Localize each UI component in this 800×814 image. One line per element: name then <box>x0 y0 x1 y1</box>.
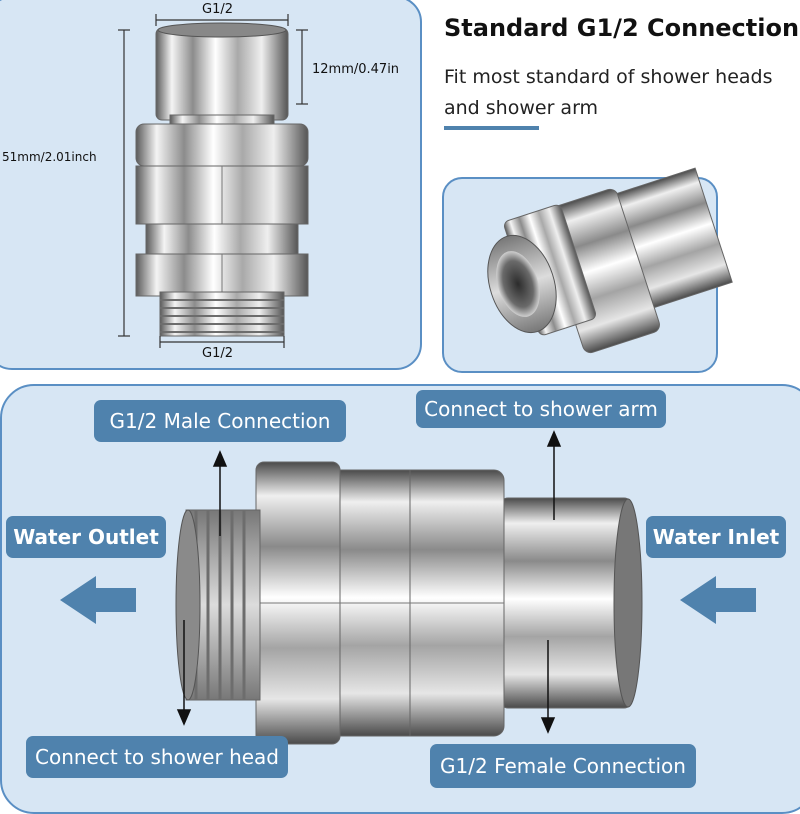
shower-arm-label: Connect to shower arm <box>416 390 666 428</box>
vertical-swivel-fitting <box>135 22 309 337</box>
callout-arrows <box>176 430 562 734</box>
top-thread-label: G1/2 <box>202 2 233 17</box>
connection-subtitle: Fit most standard of shower heads and sh… <box>444 66 773 119</box>
closeup-fitting <box>487 167 733 354</box>
connection-title: Standard G1/2 Connection <box>444 14 800 42</box>
nut-height-label: 12mm/0.47in <box>312 62 400 77</box>
water-outlet-arrow-icon <box>60 576 136 624</box>
water-outlet-label: Water Outlet <box>6 516 166 558</box>
bottom-thread-label: G1/2 <box>202 346 233 361</box>
water-inlet-arrow-icon <box>680 576 756 624</box>
female-connection-label: G1/2 Female Connection <box>430 744 696 788</box>
water-inlet-label: Water Inlet <box>646 516 786 558</box>
male-connection-label: G1/2 Male Connection <box>94 400 346 442</box>
dimension-lines <box>118 14 308 348</box>
total-length-label: 51mm/2.01inch <box>2 150 97 164</box>
shower-head-label: Connect to shower head <box>26 736 288 778</box>
title-accent-line <box>444 126 539 130</box>
horizontal-swivel-fitting <box>175 461 643 745</box>
